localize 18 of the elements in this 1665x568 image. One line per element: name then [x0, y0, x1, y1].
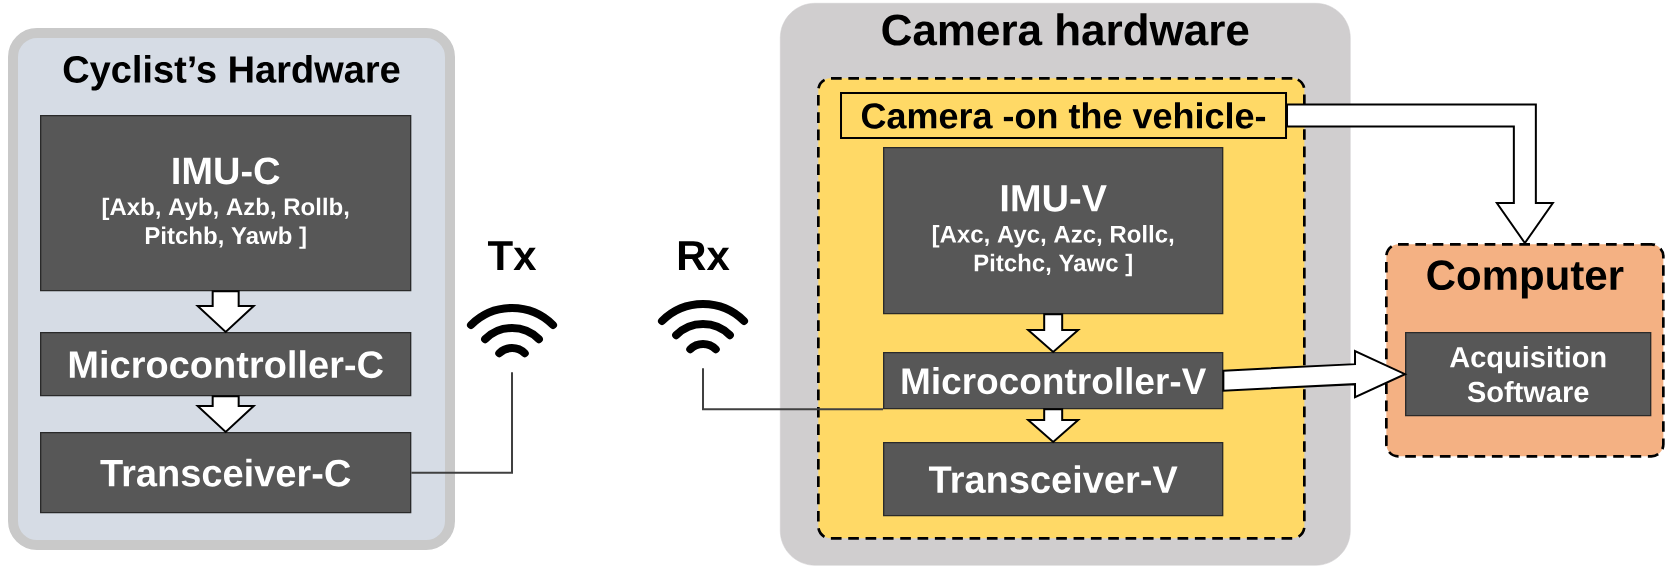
block-arrow [195, 290, 257, 334]
block-arrow [1286, 103, 1555, 245]
connector-line [702, 367, 884, 411]
block-arrow [1025, 408, 1081, 444]
antenna-label: Rx [678, 241, 730, 270]
block-arrow [1222, 349, 1408, 399]
connector-line [410, 371, 513, 474]
module-box: IMU-C [Axb, Ayb, Azb, Rollb, Pitchb, Yawb ] [40, 115, 412, 292]
block-arrow [195, 395, 257, 434]
module-box: Microcontroller-V [883, 352, 1224, 410]
block-arrow [1025, 313, 1081, 354]
module-box: Acquisition Software [1405, 332, 1652, 417]
module-box: Microcontroller-C [40, 332, 412, 397]
module-box: Transceiver-C [40, 432, 412, 514]
antenna-label: Tx [488, 241, 537, 270]
camera-label-box: Camera -on the vehicle- [840, 92, 1287, 139]
module-box: IMU-V [Axc, Ayc, Azc, Rollc, Pitchc, Yawc ] [883, 147, 1224, 315]
module-box: Transceiver-V [883, 442, 1224, 517]
